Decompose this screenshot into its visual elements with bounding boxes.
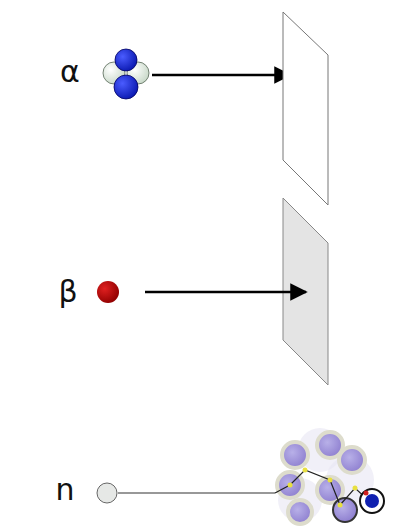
paper-sheet: [283, 12, 328, 205]
beta-arrow: [145, 291, 306, 294]
neutron-path: [118, 492, 275, 493]
beta-particle: [97, 281, 119, 303]
alpha-label: α: [60, 57, 80, 87]
alpha-particle: [103, 49, 149, 99]
neutron-label: n: [55, 475, 74, 505]
nuclei-scatter: [275, 428, 384, 524]
beta-label: β: [58, 277, 77, 307]
alpha-arrow: [152, 74, 290, 77]
neutron: [97, 483, 117, 503]
